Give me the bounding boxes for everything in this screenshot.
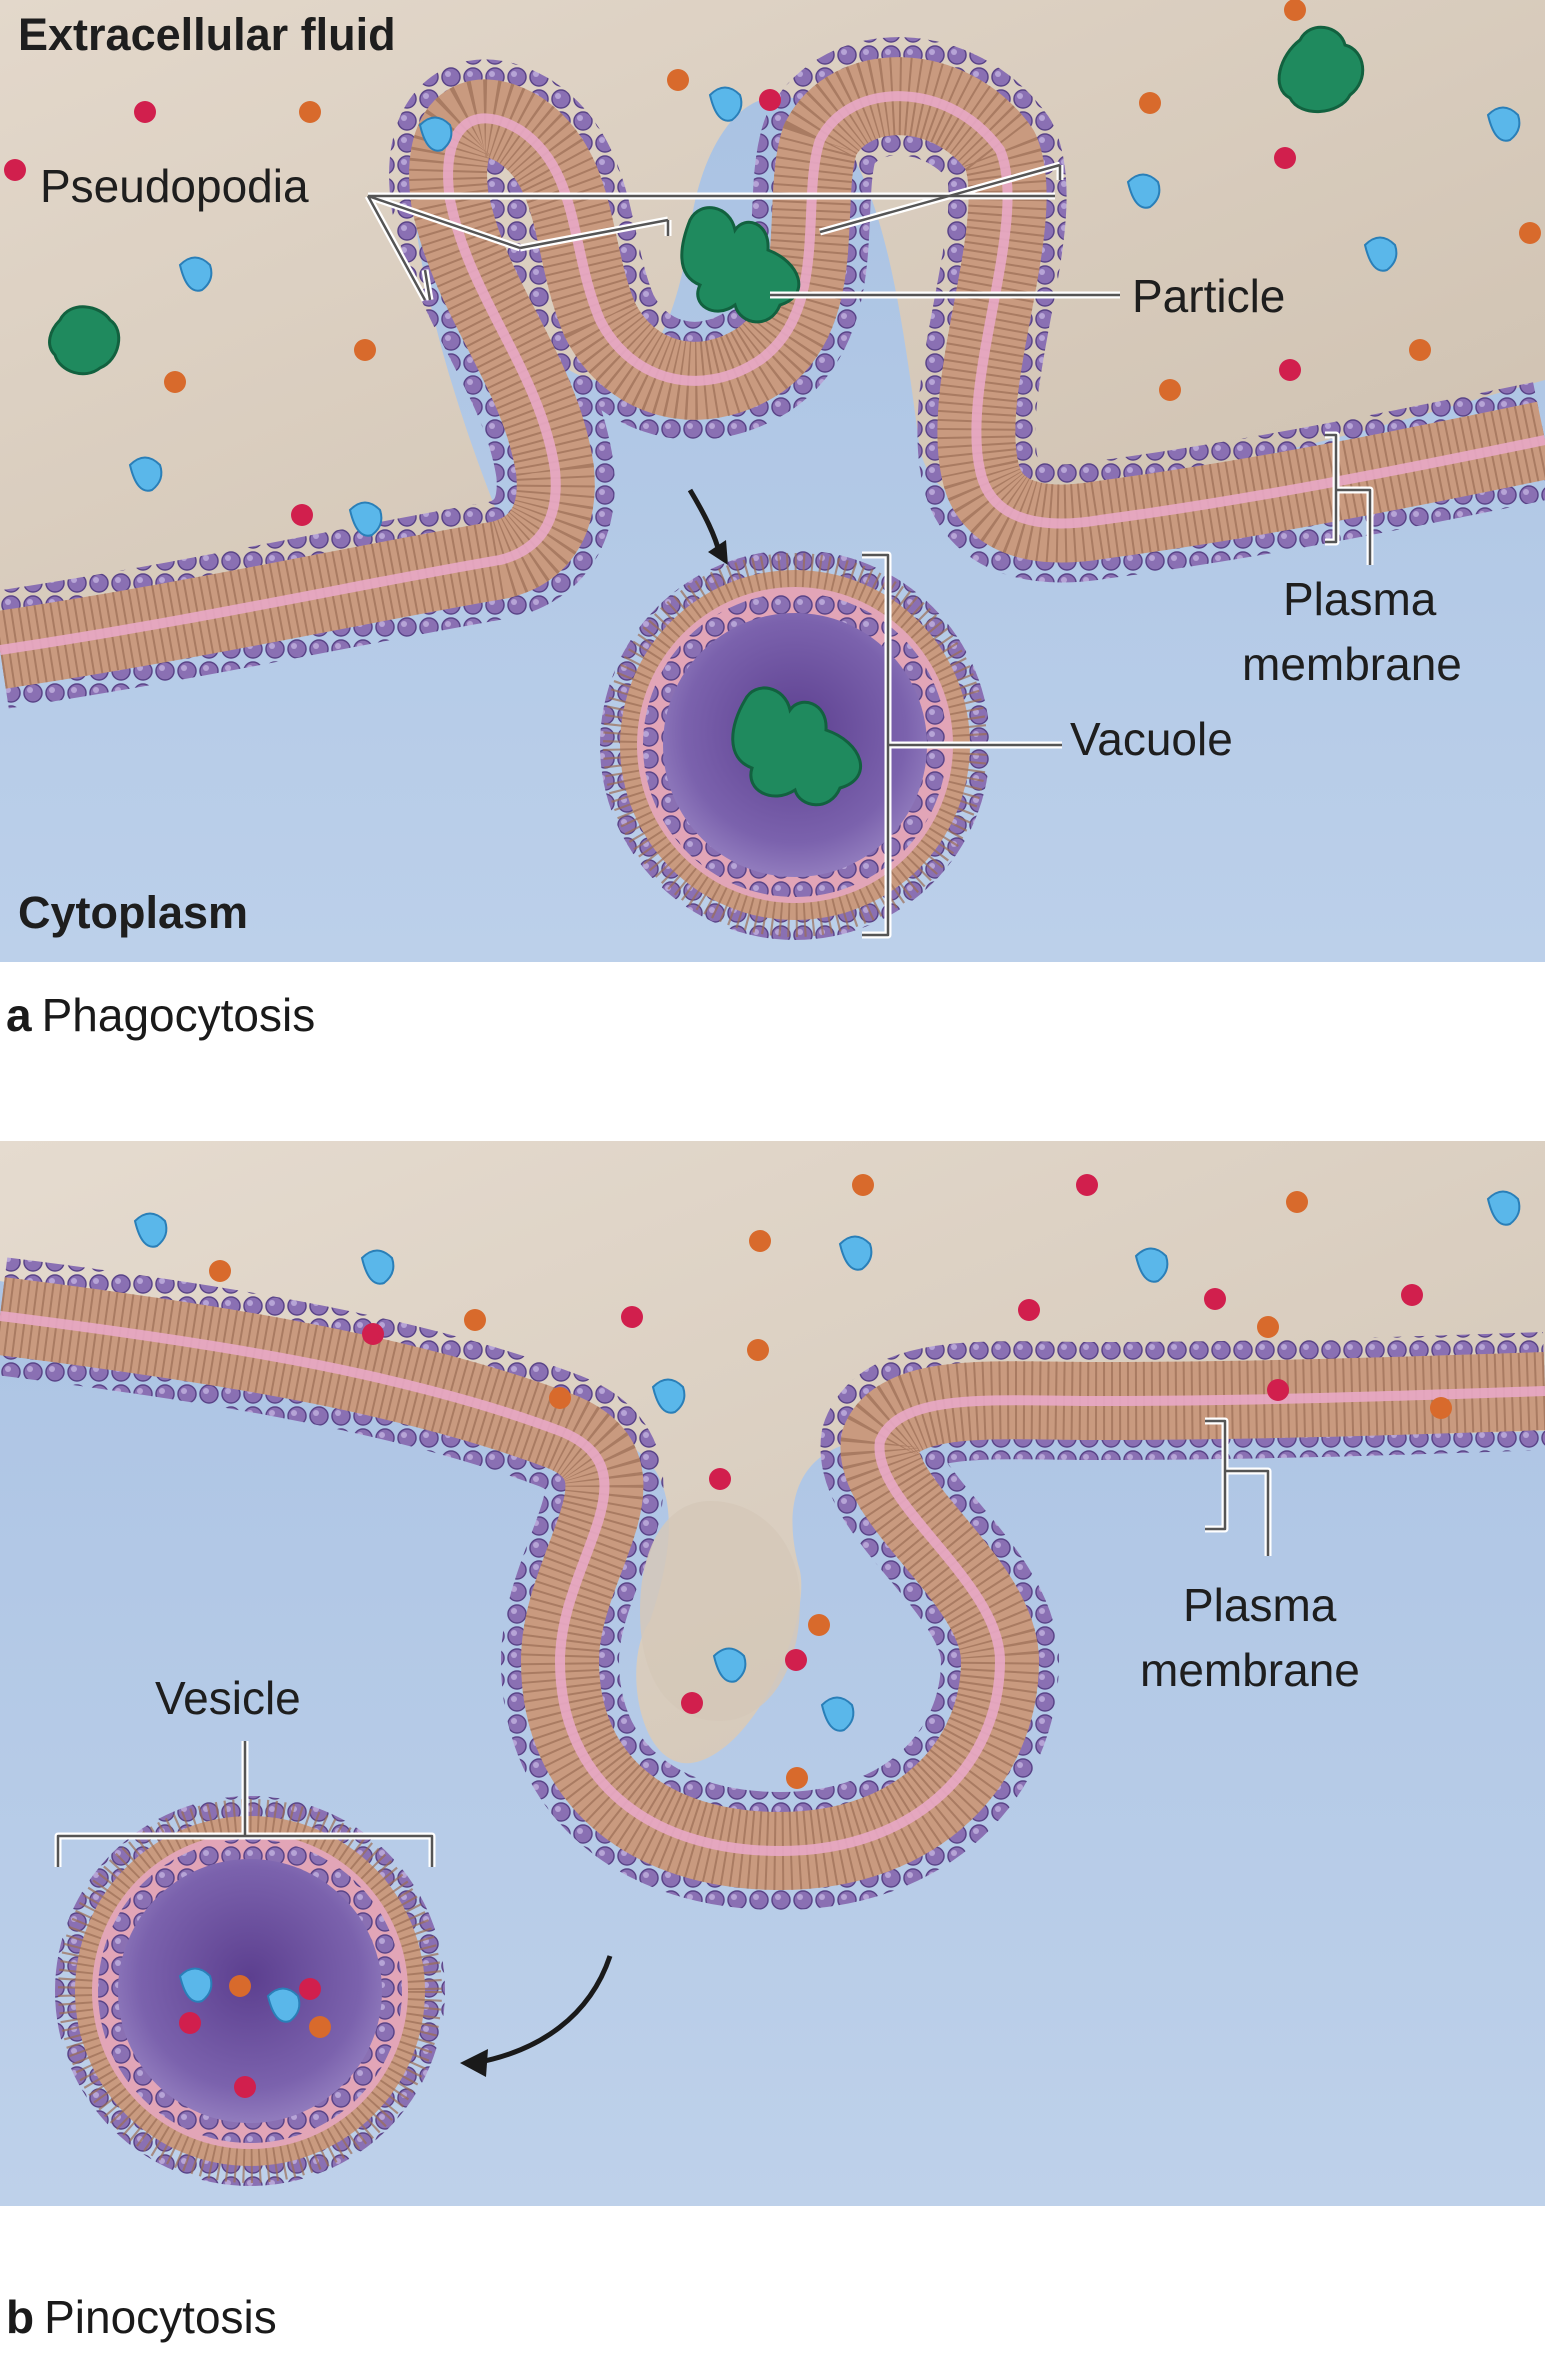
caption-text-a: Phagocytosis — [41, 989, 316, 1041]
curved-arrow-head-icon — [460, 2049, 488, 2077]
plasma-membrane-b-label-line2: membrane — [1140, 1644, 1360, 1696]
vesicle — [55, 1796, 445, 2186]
phagocytosis-illustration: Extracellular fluid Cytoplasm Pseudopodi… — [0, 0, 1545, 962]
vacuole-particle — [731, 686, 862, 807]
particle-top-right — [1277, 25, 1365, 113]
extracellular-fluid-label: Extracellular fluid — [18, 9, 396, 60]
phagocytosis-panel: Extracellular fluid Cytoplasm Pseudopodi… — [0, 0, 1545, 962]
plasma-membrane-b-label-line1: Plasma — [1183, 1579, 1337, 1631]
caption-letter-b: b — [6, 2291, 35, 2343]
particle-left — [48, 305, 121, 376]
extracellular-area-b — [0, 1141, 1545, 1764]
pinocytosis-illustration: Plasma membrane Vesicle — [0, 1141, 1545, 2206]
pinocytosis-panel: Plasma membrane Vesicle — [0, 1141, 1545, 2206]
vacuole-label: Vacuole — [1070, 713, 1233, 765]
caption-text-b: Pinocytosis — [44, 2291, 277, 2343]
plasma-membrane-a — [0, 37, 1545, 709]
caption-letter-a: a — [6, 989, 32, 1041]
vesicle-label: Vesicle — [155, 1672, 301, 1724]
cytoplasm-label: Cytoplasm — [18, 887, 248, 938]
pseudopodia-label: Pseudopodia — [40, 160, 309, 212]
curved-arrow-icon — [474, 1955, 613, 2066]
particle-label: Particle — [1132, 270, 1285, 322]
extracellular-area — [0, 0, 1545, 640]
pseudopodia-leader — [364, 161, 1064, 302]
arrow-head-icon — [708, 540, 728, 565]
plasma-membrane-label-line2: membrane — [1242, 638, 1462, 690]
vesicle-solutes — [178, 1967, 331, 2098]
plasma-membrane-label-line1: Plasma — [1283, 573, 1437, 625]
engulfed-particle — [680, 206, 801, 324]
vacuole — [600, 550, 990, 940]
solutes-b — [133, 1174, 1521, 1789]
plasma-membrane-b — [0, 1257, 1545, 1910]
solutes-a — [4, 0, 1541, 537]
